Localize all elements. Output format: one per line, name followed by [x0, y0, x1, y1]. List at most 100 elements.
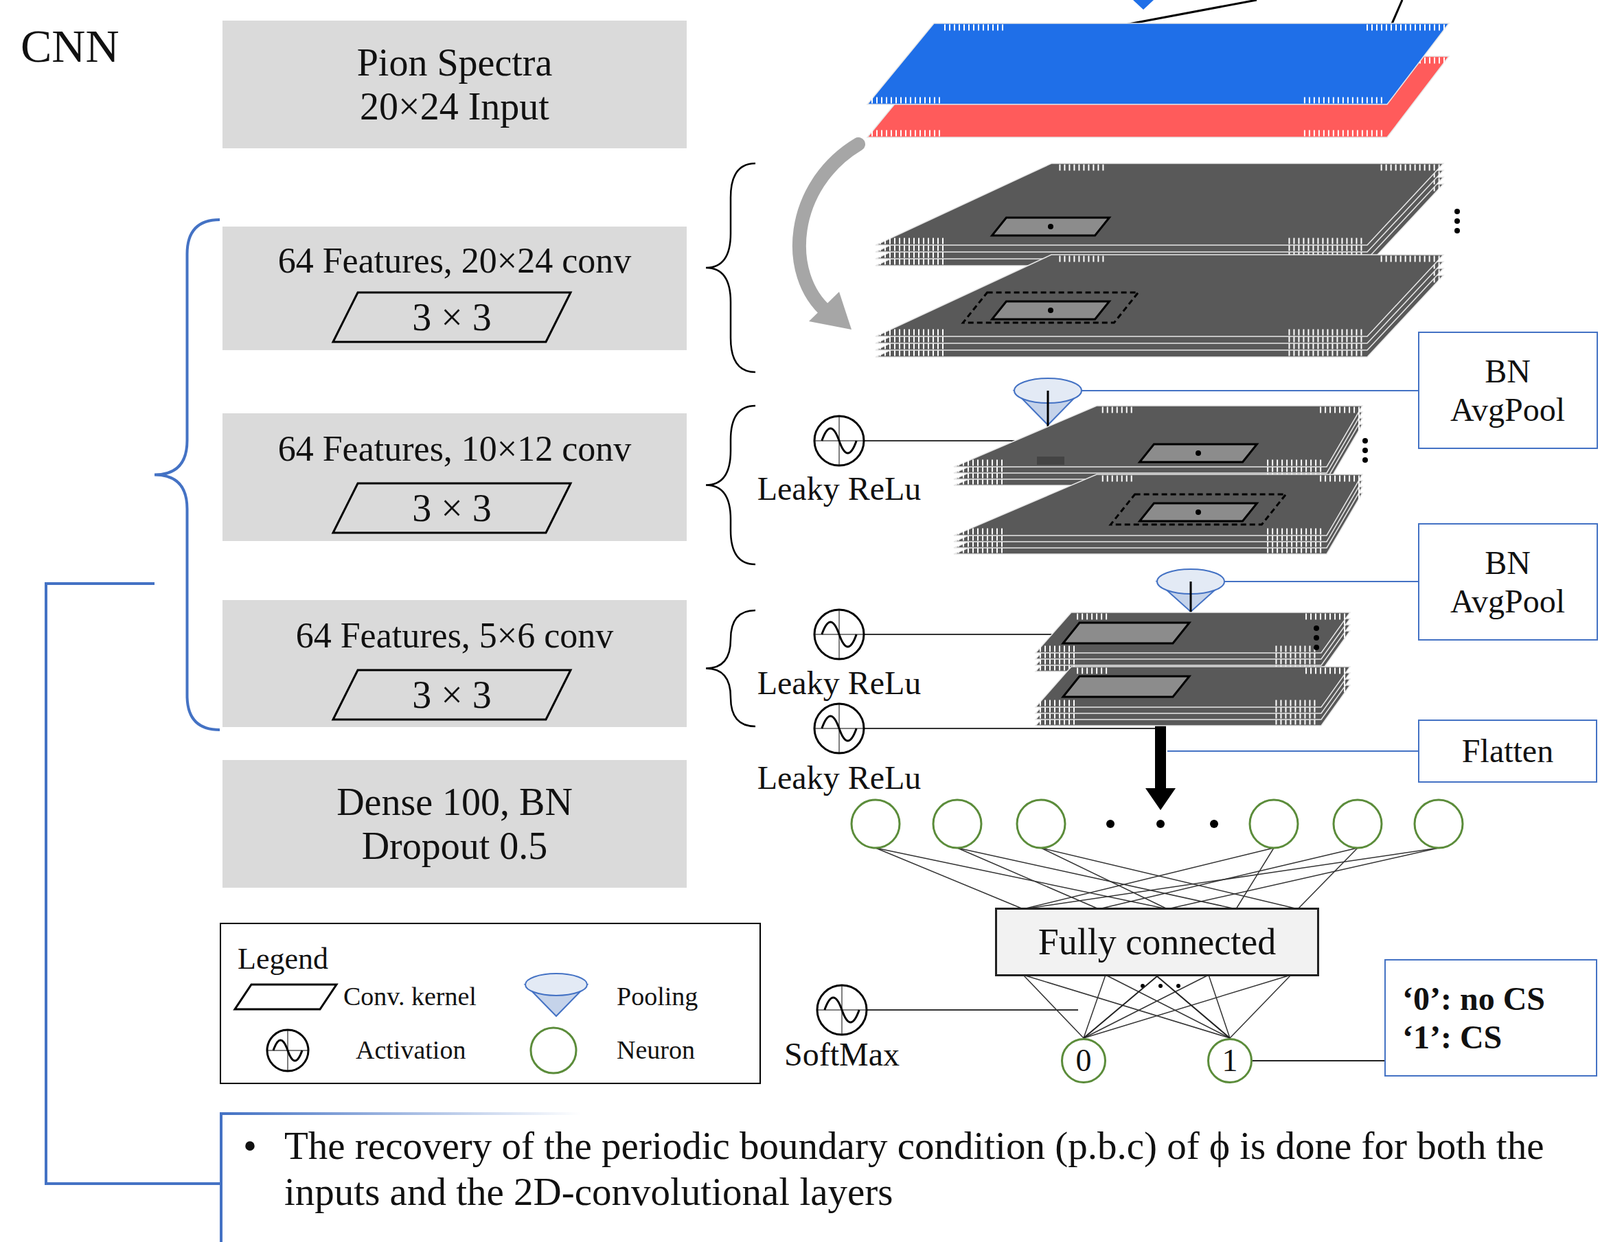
bracket-leader	[46, 583, 220, 1184]
conv-kernel	[992, 217, 1110, 236]
ellipsis-dot	[1313, 625, 1320, 632]
activation-label: SoftMax	[784, 1036, 900, 1074]
neuron-wire	[1023, 848, 1274, 910]
flatten-arrow-head	[1145, 788, 1176, 811]
ellipsis-dot	[1106, 819, 1115, 829]
output-neuron: 1	[1207, 1038, 1253, 1084]
ellipsis-dot	[1313, 635, 1320, 641]
activation-wire	[863, 633, 1072, 636]
kernel-box: 3 × 3	[331, 668, 573, 722]
feature-map	[1035, 612, 1351, 654]
legend-text: Pooling	[616, 982, 698, 1012]
activation-curve	[821, 622, 857, 647]
node-text: 64 Features, 5×6 conv	[295, 615, 614, 657]
activation-label: Leaky ReLu	[757, 760, 922, 797]
output-neuron: 0	[1060, 1038, 1107, 1084]
activation-label: Leaky ReLu	[757, 471, 922, 508]
node-text: Fully connected	[1038, 920, 1276, 964]
output-wire	[1105, 975, 1230, 1039]
map-hatching	[879, 350, 945, 357]
node-text: BN AvgPool	[1429, 543, 1587, 620]
ellipsis-dot	[1362, 438, 1368, 444]
dense-box: Fully connected	[995, 907, 1320, 977]
map-hatching	[1288, 329, 1364, 336]
map-hatching	[1076, 613, 1111, 621]
map-hatching	[1288, 336, 1364, 343]
node-text: 1	[1222, 1043, 1239, 1080]
neuron	[1249, 800, 1298, 849]
ellipsis-dot	[1209, 819, 1219, 829]
legend-swatch	[267, 1030, 309, 1072]
map-hatching	[1305, 668, 1348, 675]
neuron	[933, 800, 982, 849]
map-hatching	[957, 528, 1007, 535]
bracket	[705, 405, 756, 565]
map-hatching	[1288, 343, 1364, 350]
ellipsis-dot	[1454, 208, 1460, 215]
leader-line	[1225, 580, 1419, 583]
kernel-center	[1047, 307, 1054, 314]
node-text: Dense 100, BN Dropout 0.5	[310, 780, 599, 869]
neuron-wire	[1167, 848, 1439, 910]
output-wire	[1083, 975, 1291, 1039]
map-hatching	[1275, 646, 1318, 653]
node-text: 0	[1076, 1043, 1092, 1080]
neuron-wire	[875, 848, 1168, 910]
map-hatching	[879, 329, 945, 336]
map-hatching	[1102, 407, 1134, 414]
activation-wire	[863, 727, 1156, 730]
map-hatching	[1380, 164, 1441, 171]
bracket	[705, 610, 756, 727]
connector	[1083, 976, 1158, 1039]
kernel-parallelogram	[333, 292, 571, 342]
annotation-box: ‘0’: no CS ‘1’: CS	[1384, 959, 1598, 1077]
node-text: 3 × 3	[412, 486, 492, 531]
map-hatching	[1305, 613, 1348, 621]
pooled-cell	[1036, 456, 1065, 465]
ellipsis-dot	[1313, 644, 1320, 651]
node-text: 64 Features, 20×24 conv	[278, 240, 632, 282]
annotation-box: BN AvgPool	[1418, 523, 1598, 641]
kernel-box: 3 × 3	[331, 291, 573, 344]
legend-swatch	[234, 984, 337, 1010]
neuron-wire	[1023, 848, 1439, 910]
map-hatching	[1366, 24, 1447, 31]
feature-map	[1035, 666, 1351, 708]
legend-text: Conv. kernel	[343, 982, 477, 1012]
neuron	[1414, 800, 1463, 849]
conv-kernel	[1139, 503, 1258, 522]
ellipsis-dot	[1454, 218, 1460, 224]
neuron-wire	[957, 848, 1237, 910]
activation-wire	[866, 1009, 1079, 1011]
map-hatching	[879, 258, 945, 266]
map-hatching	[879, 245, 945, 252]
flow-arrow-head	[808, 291, 852, 330]
neuron	[1016, 800, 1066, 849]
map-hatching	[1266, 460, 1323, 467]
map-hatching	[1319, 407, 1360, 414]
legend-box	[220, 923, 761, 1084]
activation-symbol	[817, 985, 867, 1035]
activation-curve	[273, 1040, 303, 1061]
neuron-wire	[1297, 848, 1358, 910]
map-hatching	[1039, 700, 1076, 707]
output-wire	[1023, 975, 1230, 1039]
legend-kernel	[234, 984, 337, 1010]
feature-map	[953, 405, 1363, 467]
activation-symbol	[814, 609, 864, 660]
map-hatching	[1266, 528, 1323, 535]
layer-box: 64 Features, 20×24 conv 3 × 3	[222, 226, 687, 351]
bracket	[154, 219, 220, 730]
bullet: •	[243, 1123, 285, 1169]
node-text: BN AvgPool	[1429, 352, 1587, 428]
node-text: 64 Features, 10×12 conv	[278, 428, 632, 470]
feature-map	[875, 163, 1444, 246]
bracket	[705, 163, 756, 373]
map-hatching	[879, 252, 945, 259]
map-hatching	[879, 343, 945, 350]
node-text: ‘0’: no CS ‘1’: CS	[1402, 979, 1574, 1056]
ellipsis-dot	[1156, 819, 1165, 829]
conv-kernel	[1139, 444, 1258, 463]
map-hatching	[1039, 646, 1076, 653]
layer-box: Pion Spectra 20×24 Input	[222, 20, 687, 149]
